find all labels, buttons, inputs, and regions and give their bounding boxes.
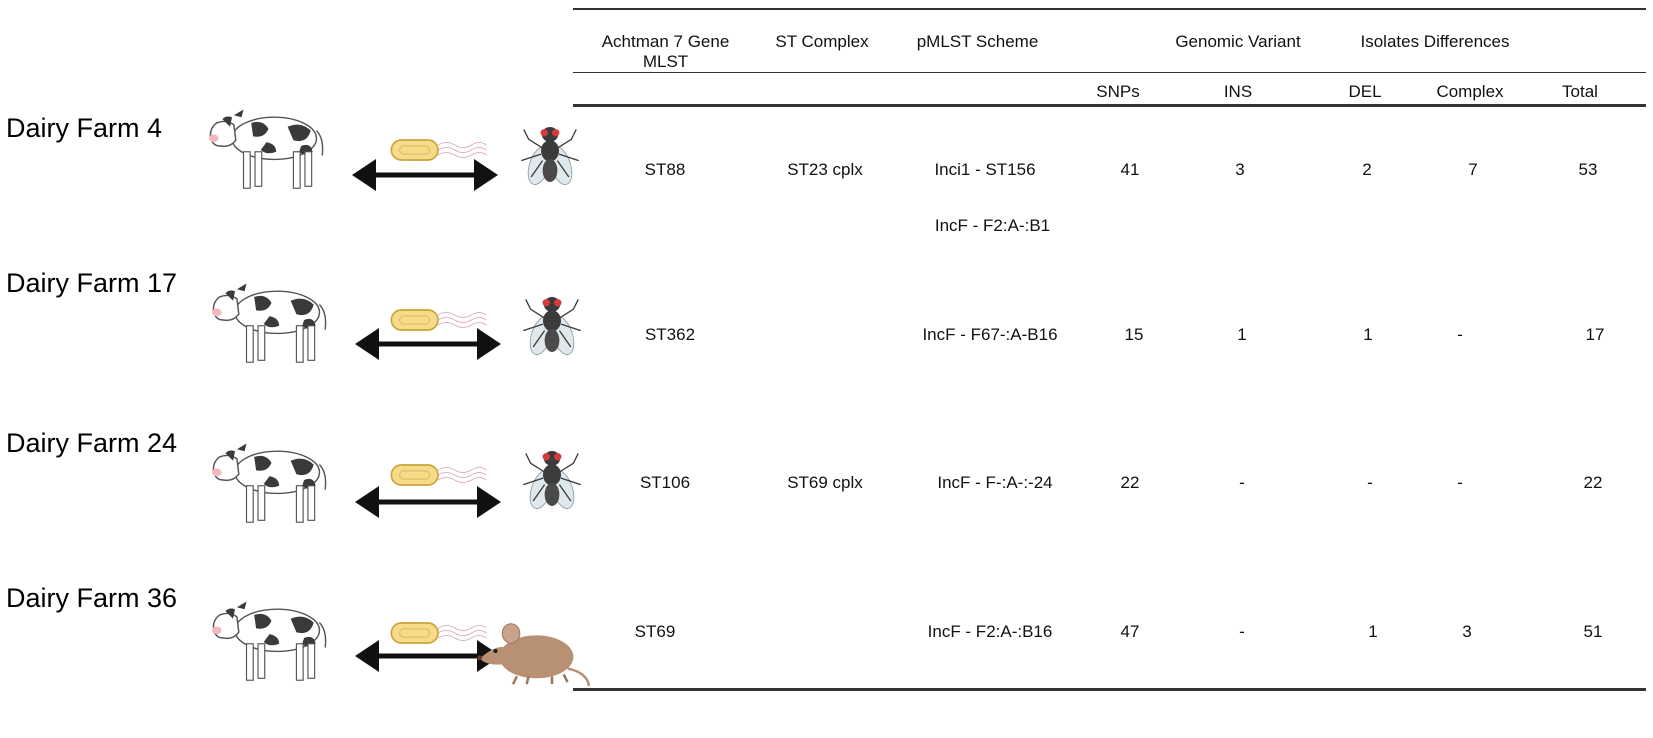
- header-complex: Complex: [1436, 82, 1504, 101]
- table-bottom-rule: [573, 688, 1646, 691]
- header-del: DEL: [1348, 82, 1382, 101]
- farm-label: Dairy Farm 24: [6, 428, 178, 458]
- cow-icon: [203, 432, 338, 528]
- cell-pmlst-secondary: IncF - F2:A-:B1: [934, 216, 1051, 235]
- cell-complex: -: [1457, 473, 1463, 492]
- cow-icon: [203, 590, 338, 686]
- cell-snps: 41: [1120, 160, 1140, 179]
- table-top-rule: [573, 8, 1646, 10]
- cell-del: 2: [1362, 160, 1372, 179]
- cell-complex: 7: [1468, 160, 1478, 179]
- cell-total: 51: [1583, 622, 1603, 641]
- header-achtman: Achtman 7 Gene MLST: [601, 32, 730, 71]
- header-total: Total: [1562, 82, 1598, 101]
- header-pmlst: pMLST Scheme: [916, 32, 1039, 51]
- farm-label: Dairy Farm 36: [6, 583, 178, 613]
- cell-del: -: [1367, 473, 1373, 492]
- cell-pmlst: IncF - F2:A-:B16: [927, 622, 1053, 641]
- cell-mlst: ST69: [634, 622, 676, 641]
- cell-del: 1: [1368, 622, 1378, 641]
- header-genomic-variant: Genomic Variant: [1175, 32, 1301, 51]
- double-arrow-icon: [353, 482, 503, 522]
- cell-total: 53: [1578, 160, 1598, 179]
- cell-ins: -: [1239, 622, 1245, 641]
- header-bottom-rule: [573, 104, 1646, 107]
- cell-pmlst: IncF - F-:A-:-24: [937, 473, 1053, 492]
- fly-icon: [517, 442, 587, 524]
- cell-st-complex: ST69 cplx: [787, 473, 863, 492]
- fly-icon: [515, 118, 585, 200]
- cell-ins: 1: [1237, 325, 1247, 344]
- double-arrow-icon: [350, 155, 500, 195]
- cow-icon: [200, 98, 335, 194]
- cell-st-complex: ST23 cplx: [787, 160, 863, 179]
- cell-snps: 22: [1120, 473, 1140, 492]
- cell-ins: 3: [1235, 160, 1245, 179]
- cell-mlst: ST362: [644, 325, 696, 344]
- fly-icon: [517, 288, 587, 370]
- cell-total: 17: [1585, 325, 1605, 344]
- cell-del: 1: [1363, 325, 1373, 344]
- cell-ins: -: [1239, 473, 1245, 492]
- cell-total: 22: [1583, 473, 1603, 492]
- header-st-complex: ST Complex: [775, 32, 869, 51]
- cell-mlst: ST106: [639, 473, 691, 492]
- double-arrow-icon: [353, 324, 503, 364]
- cell-snps: 47: [1120, 622, 1140, 641]
- cell-pmlst: Inci1 - ST156: [934, 160, 1036, 179]
- header-snps: SNPs: [1096, 82, 1140, 101]
- farm-label: Dairy Farm 17: [6, 268, 178, 298]
- cow-icon: [203, 272, 338, 368]
- header-isolates-differences: Isolates Differences: [1360, 32, 1510, 51]
- header-mid-rule: [573, 72, 1646, 73]
- cell-snps: 15: [1124, 325, 1144, 344]
- header-ins: INS: [1223, 82, 1253, 101]
- cell-complex: 3: [1462, 622, 1472, 641]
- mouse-icon: [470, 612, 595, 690]
- farm-label: Dairy Farm 4: [6, 113, 163, 143]
- cell-pmlst: IncF - F67-:A-B16: [922, 325, 1058, 344]
- cell-complex: -: [1457, 325, 1463, 344]
- cell-mlst: ST88: [644, 160, 686, 179]
